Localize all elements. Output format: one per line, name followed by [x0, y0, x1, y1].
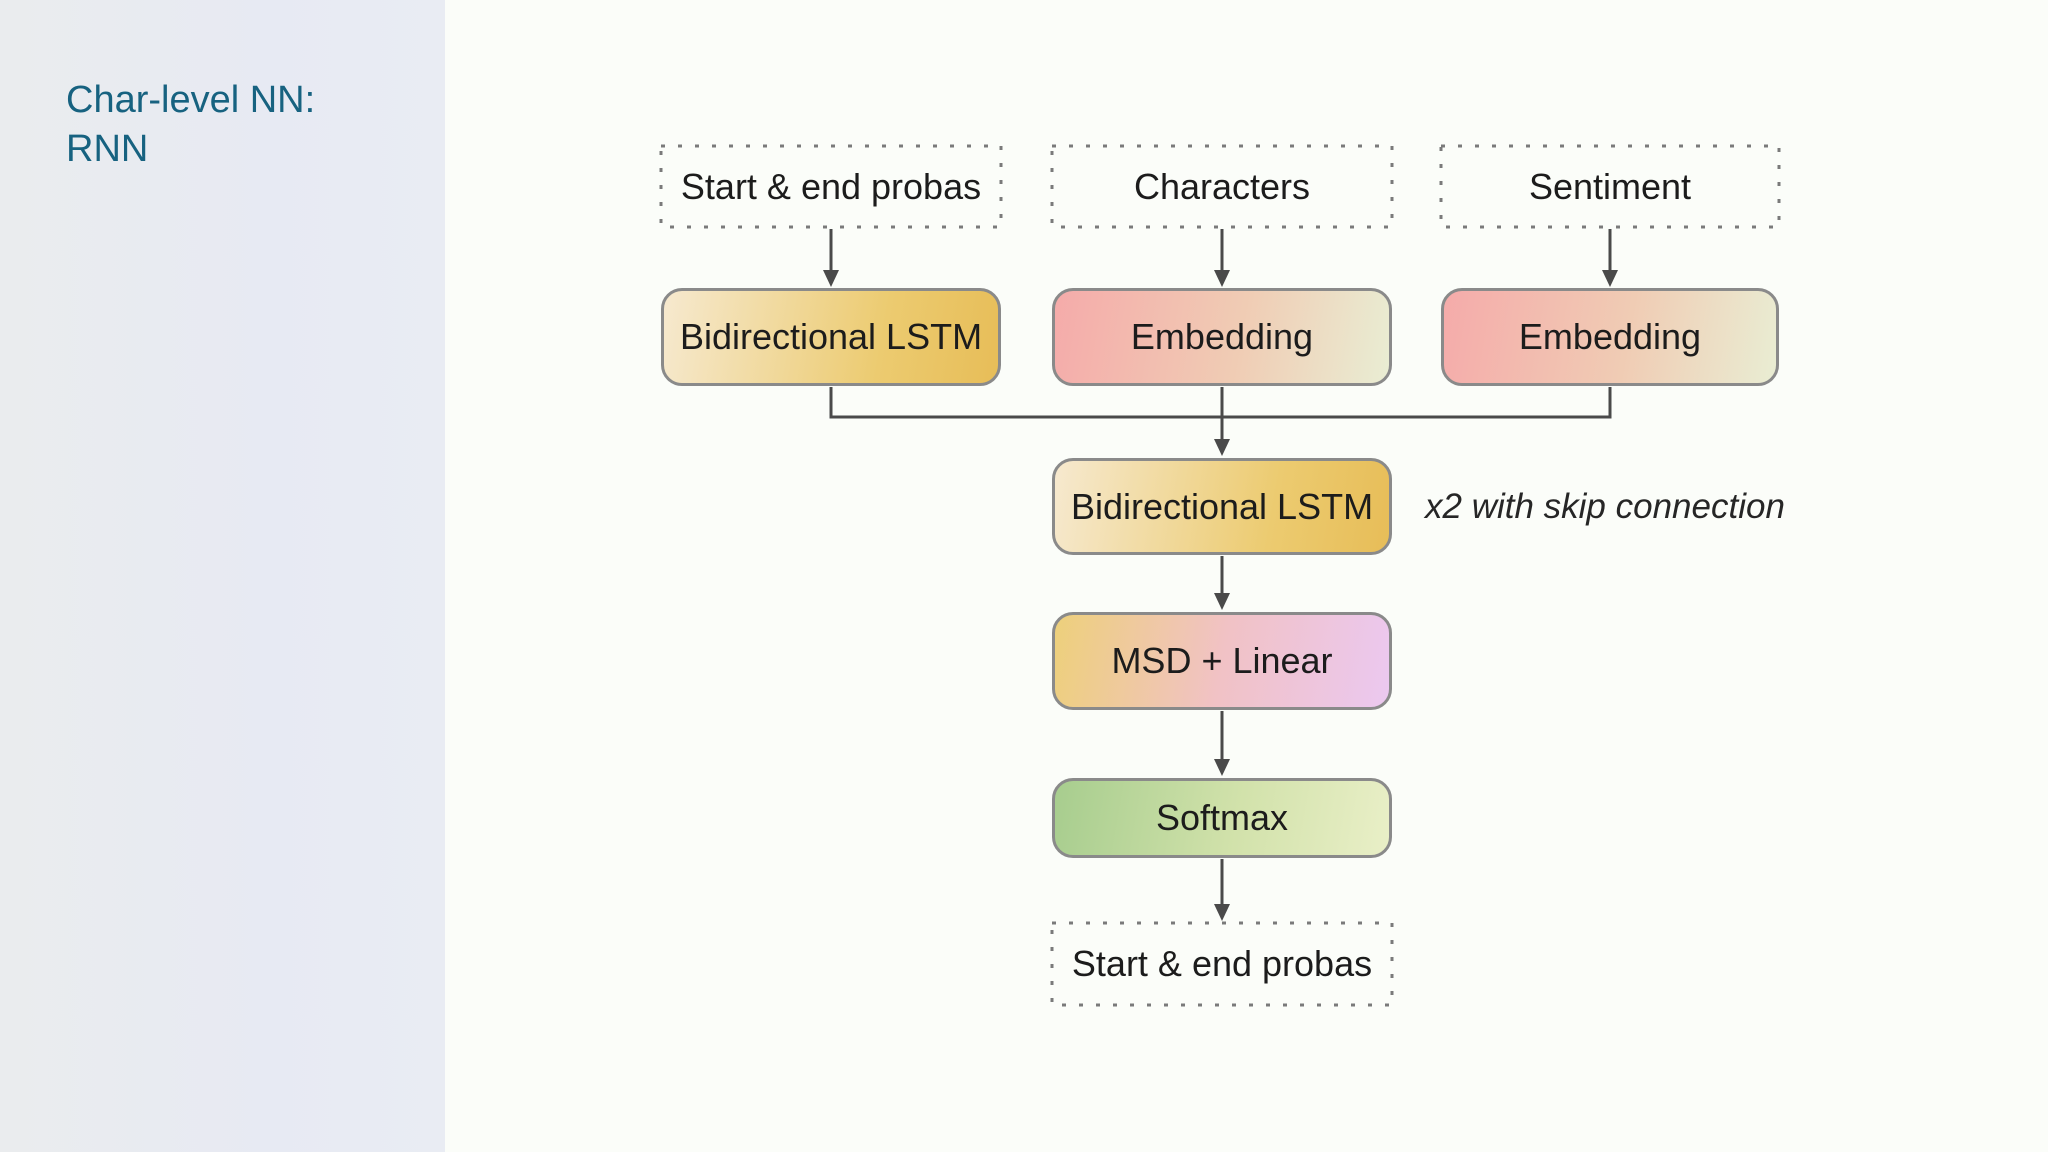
page-title-line2: RNN — [66, 128, 149, 170]
layer-label: Softmax — [1155, 797, 1289, 838]
arrowhead-input2 — [1214, 270, 1230, 287]
arrowhead-merge — [1214, 439, 1230, 456]
layer-box-bidirectional-lstm-2: Bidirectional LSTM — [1052, 458, 1392, 555]
page-title-line1: Char-level NN: — [66, 79, 316, 121]
layer-label: Embedding — [1518, 316, 1702, 357]
dotted-box-outline-start-end-probas-bottom — [1050, 921, 1394, 1007]
layer-label: Embedding — [1130, 316, 1314, 357]
input-label: Sentiment — [1528, 165, 1692, 207]
arrowhead-head-to-softmax — [1214, 759, 1230, 776]
layer-label: Bidirectional LSTM — [679, 316, 983, 357]
layer-box-bidirectional-lstm-1: Bidirectional LSTM — [661, 288, 1001, 386]
skip-connection-note-text: x2 with skip connection — [1425, 486, 1785, 526]
dotted-box-outline-characters — [1050, 144, 1394, 229]
layer-box-msd-linear: MSD + Linear — [1052, 612, 1392, 710]
layer-box-embedding-2: Embedding — [1441, 288, 1779, 386]
input-box-characters: Characters — [1052, 146, 1392, 227]
layer-box-embedding-1: Embedding — [1052, 288, 1392, 386]
layer-label: MSD + Linear — [1111, 640, 1333, 681]
skip-connection-note: x2 with skip connection — [1425, 458, 1785, 555]
layer-box-softmax: Softmax — [1052, 778, 1392, 858]
left-panel: Char-level NN: RNN — [0, 0, 445, 1152]
arrowhead-core-to-head — [1214, 593, 1230, 610]
layer-label: Bidirectional LSTM — [1070, 485, 1374, 527]
arrowhead-input3 — [1602, 270, 1618, 287]
output-box-start-end-probas: Start & end probas — [1052, 923, 1392, 1005]
input-label: Start & end probas — [680, 165, 982, 207]
input-label: Characters — [1133, 165, 1311, 207]
dotted-box-outline-start-end-probas-top — [659, 144, 1003, 229]
page-title: Char-level NN: RNN — [66, 76, 315, 174]
output-label: Start & end probas — [1071, 943, 1373, 984]
arrowhead-softmax-to-output — [1214, 904, 1230, 921]
input-box-sentiment: Sentiment — [1441, 146, 1779, 227]
input-box-start-end-probas: Start & end probas — [661, 146, 1001, 227]
arrowhead-input1 — [823, 270, 839, 287]
